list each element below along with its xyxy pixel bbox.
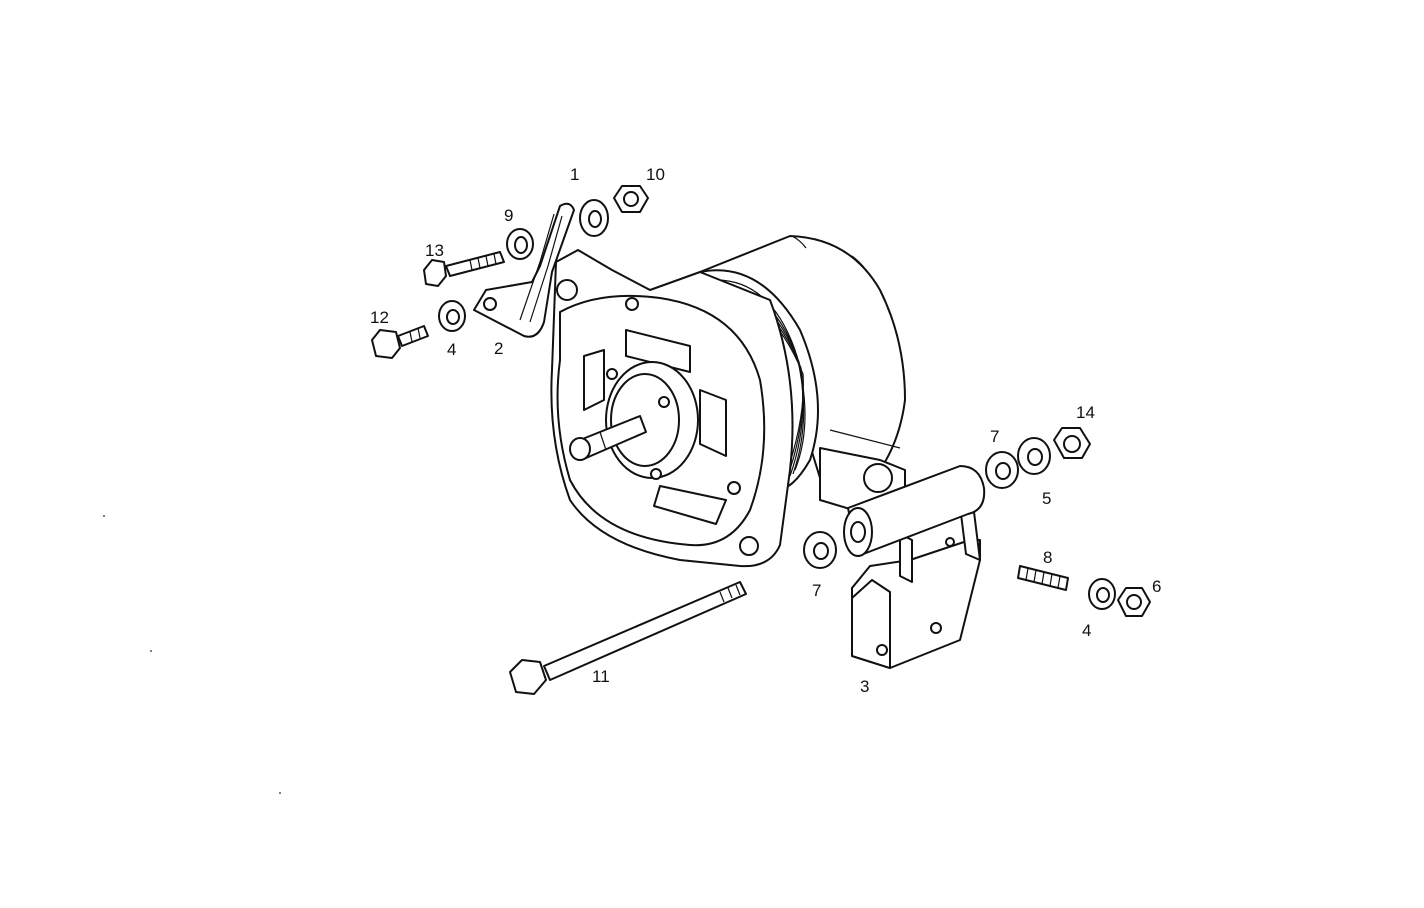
stud-8 — [1017, 565, 1069, 591]
callout-7-left: 7 — [812, 581, 821, 600]
washer-4-upper — [438, 300, 466, 332]
nut-6 — [1117, 587, 1151, 617]
adjusting-bracket-2 — [473, 202, 575, 338]
callout-4-upper: 4 — [447, 340, 456, 359]
callout-13: 13 — [425, 241, 444, 260]
nut-14 — [1053, 427, 1091, 459]
washer-7-left — [803, 531, 837, 569]
callout-4-lower: 4 — [1082, 621, 1091, 640]
mounting-bracket-3 — [843, 465, 986, 669]
callout-11: 11 — [592, 667, 610, 686]
scan-specks — [103, 515, 281, 794]
alternator — [550, 235, 906, 568]
long-bolt-11 — [509, 581, 747, 695]
callout-12: 12 — [370, 308, 389, 327]
callout-6: 6 — [1152, 577, 1161, 596]
nut-10 — [613, 185, 649, 213]
bolt-13 — [423, 251, 505, 287]
callout-9: 9 — [504, 206, 513, 225]
washer-9 — [506, 228, 534, 260]
callout-8: 8 — [1043, 548, 1052, 567]
washer-4-lower — [1088, 578, 1116, 610]
washer-7-right — [985, 451, 1019, 489]
callout-14: 14 — [1076, 403, 1095, 422]
callout-7-right: 7 — [990, 427, 999, 446]
washer-5 — [1017, 437, 1051, 475]
callout-2: 2 — [494, 339, 503, 358]
callout-10: 10 — [646, 165, 665, 184]
callout-3: 3 — [860, 677, 869, 696]
callout-5: 5 — [1042, 489, 1051, 508]
washer-1 — [579, 199, 609, 237]
callout-labels: 1 10 9 13 12 4 2 7 14 5 8 6 7 4 11 3 — [370, 165, 1161, 696]
callout-1: 1 — [570, 165, 579, 184]
bolt-12 — [371, 325, 429, 359]
